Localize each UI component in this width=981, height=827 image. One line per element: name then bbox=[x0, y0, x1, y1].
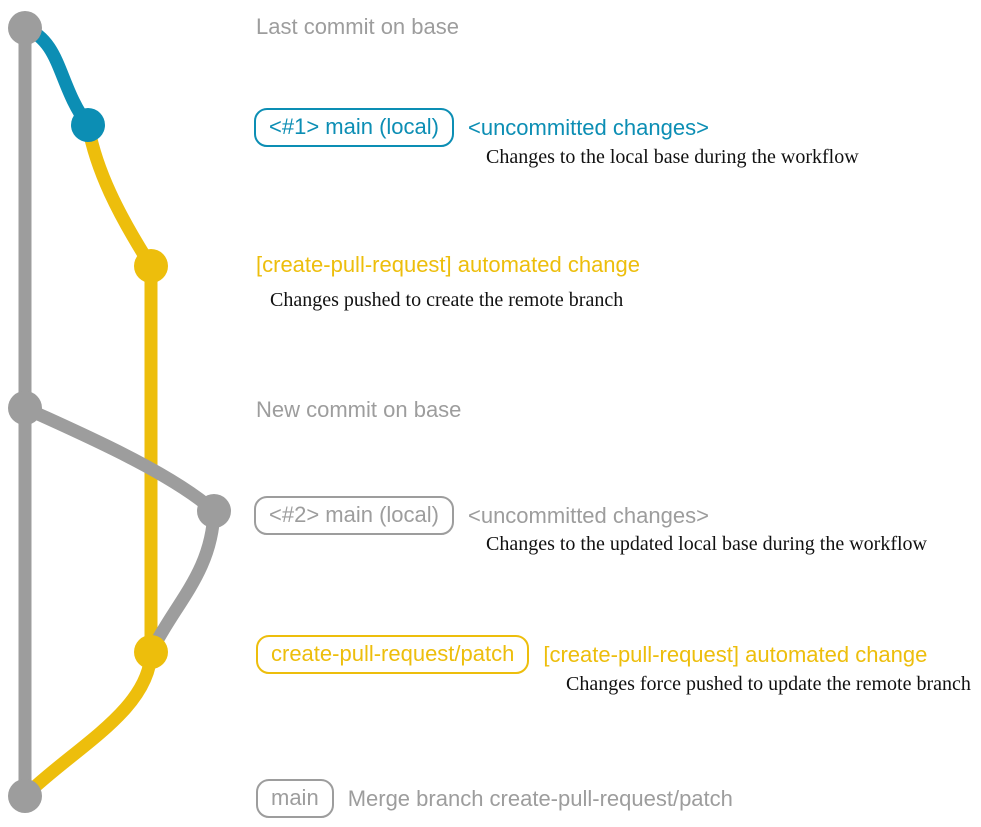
badge-main-local-1[interactable]: <#1> main (local) bbox=[254, 108, 454, 148]
headline-automated-change-1: [create-pull-request] automated change bbox=[256, 252, 641, 277]
badge-main-local-2[interactable]: <#2> main (local) bbox=[254, 496, 454, 536]
headline-automated-change-2: [create-pull-request] automated change bbox=[543, 642, 928, 667]
subtext-commit-2-remote: Changes force pushed to update the remot… bbox=[566, 673, 971, 695]
entry-commit-2-local: <#2> main (local) <uncommitted changes> bbox=[254, 496, 709, 536]
edge-base-to-local1 bbox=[18, 21, 95, 132]
badge-create-pull-request-patch[interactable]: create-pull-request/patch bbox=[256, 635, 530, 675]
subtext-commit-2-local: Changes to the updated local base during… bbox=[486, 533, 927, 555]
node-base-merge bbox=[8, 779, 42, 813]
edge-basenew-to-local2 bbox=[18, 401, 221, 518]
label-last-commit-on-base: Last commit on base bbox=[256, 14, 459, 39]
headline-uncommitted-changes-1: <uncommitted changes> bbox=[467, 115, 709, 140]
node-local-2 bbox=[197, 494, 231, 528]
entry-commit-1-local: <#1> main (local) <uncommitted changes> bbox=[254, 108, 709, 148]
entry-commit-1-remote: [create-pull-request] automated change bbox=[256, 252, 640, 277]
edge-local2-to-remote2 bbox=[144, 504, 221, 659]
entry-merge-commit: main Merge branch create-pull-request/pa… bbox=[256, 779, 733, 819]
subtext-commit-1-remote: Changes pushed to create the remote bran… bbox=[270, 289, 624, 311]
node-base-last bbox=[8, 11, 42, 45]
node-local-1 bbox=[71, 108, 105, 142]
entry-commit-2-remote: create-pull-request/patch [create-pull-r… bbox=[256, 635, 928, 675]
headline-merge-branch: Merge branch create-pull-request/patch bbox=[347, 786, 733, 811]
edge-remote2-to-merge bbox=[18, 645, 158, 803]
edge-local1-to-remote1 bbox=[81, 118, 158, 273]
headline-uncommitted-changes-2: <uncommitted changes> bbox=[467, 503, 709, 528]
node-base-new bbox=[8, 391, 42, 425]
commit-nodes bbox=[8, 11, 231, 813]
subtext-commit-1-local: Changes to the local base during the wor… bbox=[486, 146, 859, 168]
badge-main[interactable]: main bbox=[256, 779, 334, 819]
node-remote-1 bbox=[134, 249, 168, 283]
label-new-commit-on-base: New commit on base bbox=[256, 397, 462, 422]
node-remote-2 bbox=[134, 635, 168, 669]
